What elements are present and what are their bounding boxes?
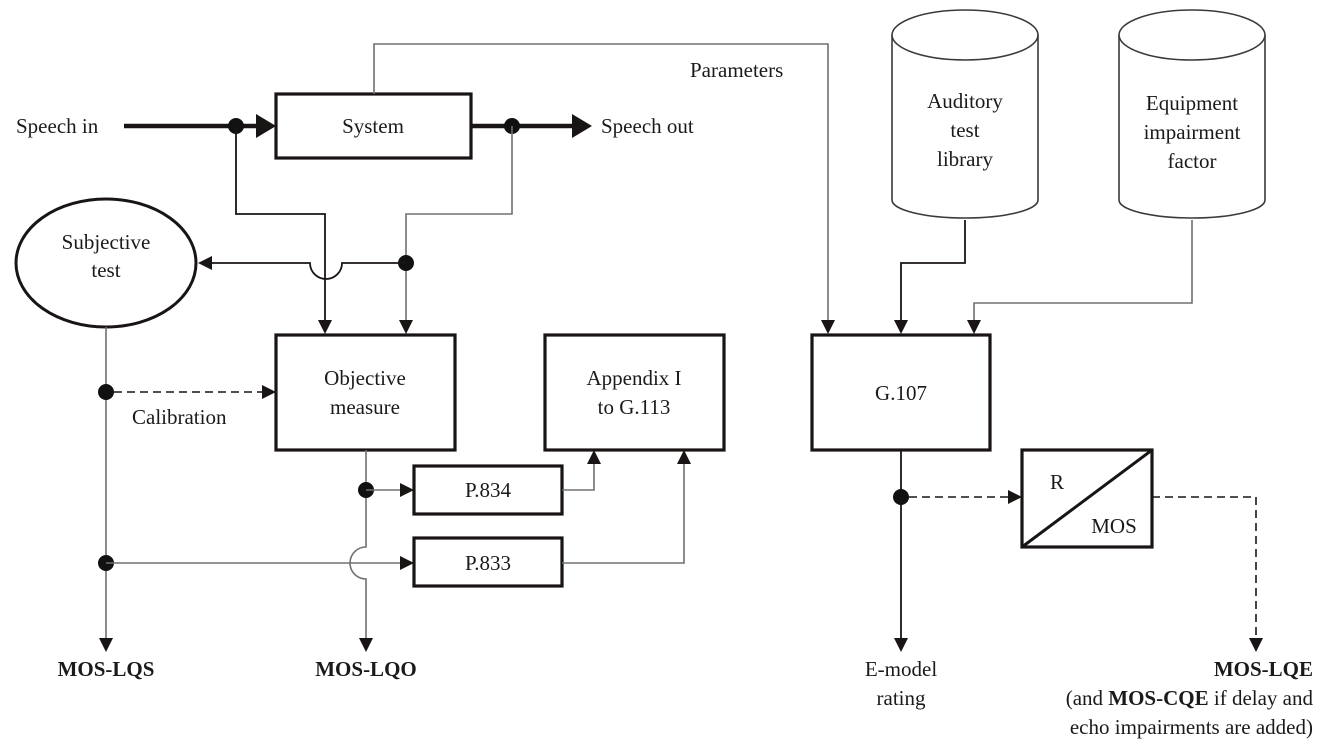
equipment-to-g107-line xyxy=(973,220,1193,322)
p834-label: P.834 xyxy=(465,478,512,502)
arrow-head-icon xyxy=(262,385,276,399)
p833-to-appendix-line xyxy=(562,462,685,564)
arrow-head-icon xyxy=(198,256,212,270)
parameters-line xyxy=(373,43,829,322)
mos-lqe-label: MOS-LQE xyxy=(1214,657,1313,681)
arrow-head-icon xyxy=(1008,490,1022,504)
equipment-label-line2: impairment xyxy=(1144,120,1241,144)
junction-dot xyxy=(893,489,909,505)
system-label: System xyxy=(342,114,404,138)
arrow-head-icon xyxy=(99,638,113,652)
junction-dot xyxy=(98,384,114,400)
arrow-head-icon xyxy=(587,450,601,464)
objective-measure-label-line2: measure xyxy=(330,395,400,419)
speech-out-label: Speech out xyxy=(601,114,694,138)
emodel-label-line2: rating xyxy=(877,686,926,710)
arrow-head-icon xyxy=(677,450,691,464)
arrow-head-icon xyxy=(400,556,414,570)
emodel-label-line1: E-model xyxy=(865,657,937,681)
p834-to-appendix-line xyxy=(562,462,595,491)
objective-output-line xyxy=(349,450,367,640)
arrow-head-icon xyxy=(318,320,332,334)
rmos-to-lqe-line xyxy=(1152,496,1257,640)
equipment-label-line1: Equipment xyxy=(1146,91,1238,115)
p833-box xyxy=(412,536,564,588)
p833-label: P.833 xyxy=(465,551,511,575)
appendix-box xyxy=(543,333,726,452)
objective-measure-label-line1: Objective xyxy=(324,366,406,390)
auditory-label-line2: test xyxy=(950,118,979,142)
subjective-test-label-line2: test xyxy=(91,258,120,282)
arrow-head-icon xyxy=(572,114,592,138)
arrow-head-icon xyxy=(821,320,835,334)
speech-in-label: Speech in xyxy=(16,114,99,138)
mos-lqo-label: MOS-LQO xyxy=(315,657,417,681)
arrow-head-icon xyxy=(359,638,373,652)
arrow-head-icon xyxy=(894,638,908,652)
arrow-head-icon xyxy=(894,320,908,334)
g107-label: G.107 xyxy=(875,381,927,405)
auditory-label-line3: library xyxy=(937,147,993,171)
to-subjective-line xyxy=(212,262,406,280)
r-mos-diagonal xyxy=(1021,448,1153,549)
r-label: R xyxy=(1050,470,1064,494)
auditory-test-library-node: Auditory test library xyxy=(891,9,1039,219)
g107-box xyxy=(810,333,992,452)
arrow-head-icon xyxy=(1249,638,1263,652)
mos-lqe-note-line1: (and MOS-CQE if delay and xyxy=(1066,686,1314,710)
speech-in-tap-line xyxy=(235,126,326,322)
auditory-label-line1: Auditory xyxy=(927,89,1003,113)
mos-label: MOS xyxy=(1091,514,1137,538)
arrow-head-icon xyxy=(400,483,414,497)
arrow-head-icon xyxy=(256,114,276,138)
mos-lqs-label: MOS-LQS xyxy=(58,657,155,681)
auditory-to-g107-line xyxy=(900,220,966,322)
equipment-label-line3: factor xyxy=(1168,149,1217,173)
appendix-label-line2: to G.113 xyxy=(598,395,671,419)
arrow-head-icon xyxy=(967,320,981,334)
subjective-test-label-line1: Subjective xyxy=(62,230,151,254)
mos-lqe-note-line2: echo impairments are added) xyxy=(1070,715,1313,739)
p834-box xyxy=(412,464,564,516)
arrow-head-icon xyxy=(399,320,413,334)
calibration-label: Calibration xyxy=(132,405,227,429)
equipment-impairment-factor-node: Equipment impairment factor xyxy=(1118,9,1266,219)
parameters-label: Parameters xyxy=(690,58,783,82)
objective-measure-box xyxy=(274,333,457,452)
appendix-label-line1: Appendix I xyxy=(586,366,681,390)
